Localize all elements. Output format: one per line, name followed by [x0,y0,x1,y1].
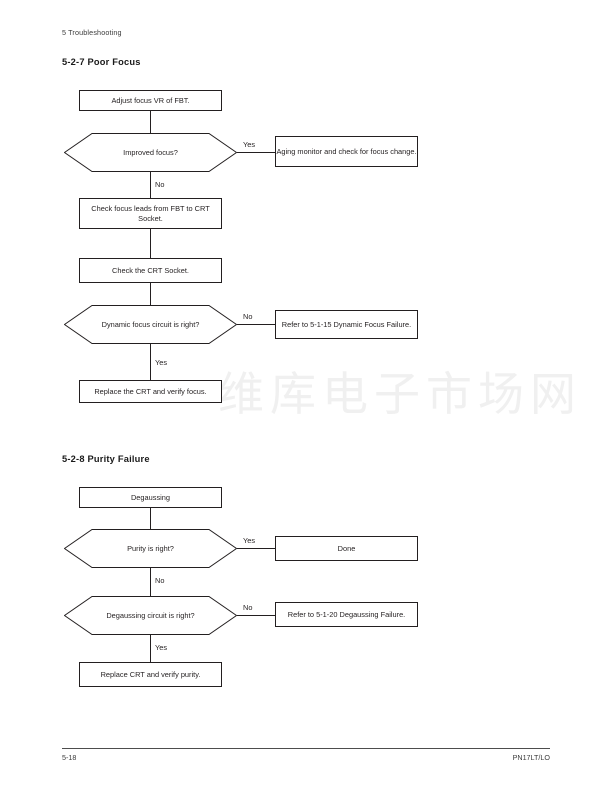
edge-label-degaussing-yes: Yes [155,643,168,652]
flow-node-done: Done [275,536,418,561]
flow-node-degaussing: Degaussing [79,487,222,508]
connector-dynamic-no [237,324,275,325]
hexagon-shape [64,133,237,172]
connector-dynamic-yes [150,344,151,380]
flow-decision-dynamic-focus: Dynamic focus circuit is right? [64,305,237,344]
connector-degaussing-no [237,615,275,616]
footer-page-number: 5-18 [62,753,77,762]
flow-decision-dynamic-focus-label: Dynamic focus circuit is right? [101,319,200,329]
edge-label-improved-yes: Yes [243,140,256,149]
flow-node-refer-dynamic-focus-failure: Refer to 5-1-15 Dynamic Focus Failure. [275,310,418,339]
flow-decision-improved-focus-label: Improved focus? [123,147,178,157]
flow-node-refer-degaussing-failure: Refer to 5-1-20 Degaussing Failure. [275,602,418,627]
edge-label-purity-no: No [155,576,165,585]
edge-label-dynamic-no: No [243,312,253,321]
flow-node-aging-monitor: Aging monitor and check for focus change… [275,136,418,167]
flow-decision-degaussing-circuit-label: Degaussing circuit is right? [106,610,195,620]
edge-label-degaussing-no: No [243,603,253,612]
flow-decision-degaussing-circuit: Degaussing circuit is right? [64,596,237,635]
connector-socket-to-dynamic [150,283,151,305]
connector-degaussing-yes [150,635,151,662]
running-head: 5 Troubleshooting [62,28,122,37]
connector-degaussing-to-purity [150,508,151,529]
connector-purity-no [150,568,151,596]
flow-node-check-crt-socket: Check the CRT Socket. [79,258,222,283]
flow-decision-purity-right-label: Purity is right? [127,543,174,553]
connector-purity-yes [237,548,275,549]
section-title-poor-focus: 5-2-7 Poor Focus [62,57,141,67]
flow-node-replace-crt-verify-purity: Replace CRT and verify purity. [79,662,222,687]
edge-label-improved-no: No [155,180,165,189]
connector-improved-no [150,172,151,198]
hexagon-shape [64,529,237,568]
hexagon-shape [64,596,237,635]
flow-node-adjust-focus-vr: Adjust focus VR of FBT. [79,90,222,111]
flow-decision-improved-focus: Improved focus? [64,133,237,172]
edge-label-dynamic-yes: Yes [155,358,168,367]
flow-node-replace-crt-verify-focus: Replace the CRT and verify focus. [79,380,222,403]
footer-model-code: PN17LT/LO [512,753,550,762]
connector-leads-to-socket [150,229,151,258]
connector-adjust-to-improved [150,111,151,133]
section-title-purity-failure: 5-2-8 Purity Failure [62,454,150,464]
flow-node-check-focus-leads: Check focus leads from FBT to CRT Socket… [79,198,222,229]
footer-divider [62,748,550,749]
edge-label-purity-yes: Yes [243,536,256,545]
flow-decision-purity-right: Purity is right? [64,529,237,568]
hexagon-shape [64,305,237,344]
connector-improved-yes [237,152,275,153]
